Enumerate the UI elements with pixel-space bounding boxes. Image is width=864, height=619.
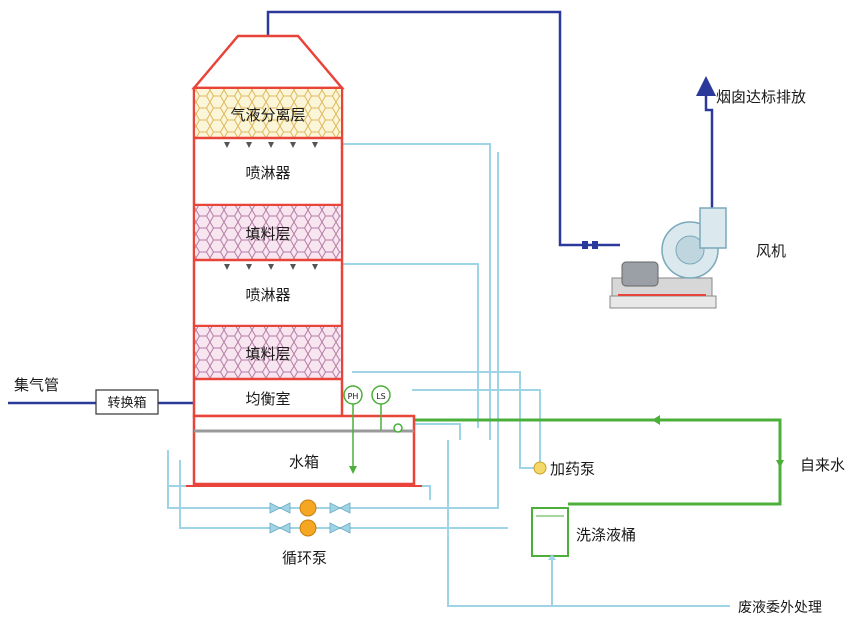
label-level-sensor: LS	[376, 392, 386, 401]
label-packing-top: 填料层	[245, 225, 290, 243]
tank-bottom-line	[168, 485, 431, 500]
separation-layer	[195, 89, 341, 137]
fan-unit	[582, 207, 727, 309]
label-exhaust: 烟囱达标排放	[716, 88, 806, 106]
label-water-tank: 水箱	[289, 453, 319, 471]
water-tank	[192, 414, 416, 486]
tower-to-fan	[266, 10, 620, 247]
label-sprayer-top: 喷淋器	[245, 164, 290, 182]
tap-water-arrows	[652, 415, 784, 468]
label-waste-liquid: 废液委外处理	[738, 600, 822, 616]
label-ph-sensor: PH	[348, 392, 359, 401]
circulation-pumps	[269, 499, 351, 537]
label-wash-bucket: 洗涤液桶	[576, 526, 636, 544]
spray-feed-mid	[342, 263, 479, 428]
label-equalizer: 均衡室	[245, 390, 290, 408]
scrubber-tower	[186, 34, 422, 487]
ph-sensor	[343, 385, 363, 474]
fan-to-stack	[696, 76, 716, 230]
label-dosing-pump: 加药泵	[550, 460, 595, 478]
waste-drain-line	[447, 440, 730, 607]
label-sprayer-mid: 喷淋器	[245, 286, 290, 304]
wash-bucket	[531, 507, 569, 560]
spray-feed-top	[342, 143, 491, 440]
packing-layer-bottom	[195, 327, 341, 378]
label-packing-bottom: 填料层	[245, 345, 290, 363]
circulation-line-lower	[179, 460, 508, 529]
labels: 气液分离层 喷淋器 填料层 喷淋器 填料层 均衡室 水箱 集气管 转换箱 PH …	[14, 88, 845, 616]
label-fan: 风机	[756, 242, 786, 260]
label-tap-water: 自来水	[800, 456, 845, 474]
dosing-to-bucket	[412, 389, 541, 468]
air-piping	[8, 10, 716, 405]
packing-layer-top	[195, 206, 341, 259]
label-separation-layer: 气液分离层	[230, 106, 305, 124]
dosing-pump	[533, 461, 547, 475]
tank-outlet	[412, 423, 461, 440]
spray-nozzles-top	[224, 142, 318, 148]
label-gas-header: 集气管	[14, 376, 59, 394]
level-sensor	[371, 385, 403, 433]
label-circulation-pump: 循环泵	[282, 549, 327, 567]
tower-cone	[191, 34, 345, 90]
transfer-box	[95, 389, 159, 415]
spray-nozzles-mid	[224, 264, 318, 270]
label-transfer-box: 转换箱	[107, 395, 146, 411]
